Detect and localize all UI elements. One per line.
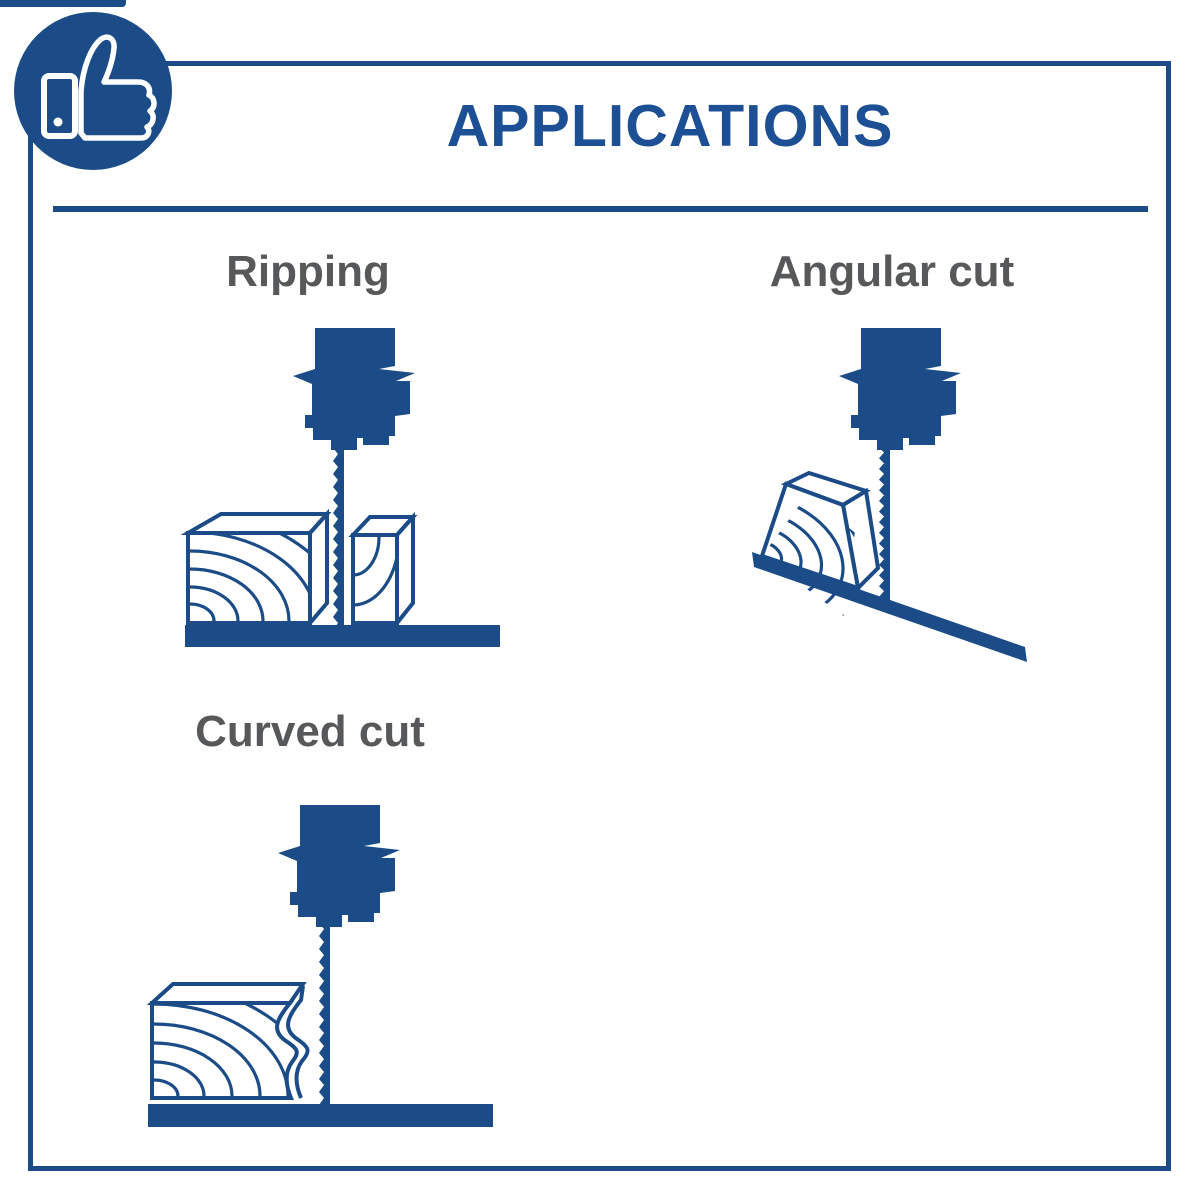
page-title: APPLICATIONS bbox=[446, 93, 894, 159]
ripping-illustration bbox=[180, 328, 500, 647]
curved-cut-illustration bbox=[146, 805, 493, 1127]
label-curved-cut: Curved cut bbox=[195, 707, 425, 756]
work-surface-inclined bbox=[752, 552, 1027, 662]
bandsaw-icon bbox=[839, 328, 961, 450]
title-underline bbox=[53, 206, 1148, 212]
cuff-outline bbox=[41, 73, 78, 139]
wood-block-right bbox=[348, 511, 418, 629]
saw-blade-icon bbox=[333, 446, 344, 636]
bandsaw-icon bbox=[278, 805, 400, 927]
thumbs-up-badge bbox=[14, 12, 172, 170]
thumb-hand-outline bbox=[78, 34, 157, 141]
wood-grain bbox=[152, 1003, 297, 1098]
curved-cut-kerf bbox=[286, 985, 310, 1099]
label-ripping: Ripping bbox=[226, 247, 390, 296]
top-edge-artifact bbox=[0, 0, 126, 7]
wood-block bbox=[146, 982, 310, 1100]
bandsaw-icon bbox=[293, 328, 415, 450]
cuff-dot bbox=[53, 117, 63, 127]
wood-block-left bbox=[180, 508, 332, 629]
wood-block bbox=[752, 470, 881, 617]
work-surface bbox=[185, 625, 500, 647]
thumbs-up-icon bbox=[41, 34, 157, 141]
saw-blade-icon bbox=[879, 446, 890, 602]
saw-blade-icon bbox=[319, 921, 330, 1111]
border-frame bbox=[28, 61, 1171, 1171]
angular-cut-illustration bbox=[752, 328, 1027, 662]
work-surface bbox=[148, 1104, 493, 1127]
label-angular-cut: Angular cut bbox=[769, 247, 1015, 296]
